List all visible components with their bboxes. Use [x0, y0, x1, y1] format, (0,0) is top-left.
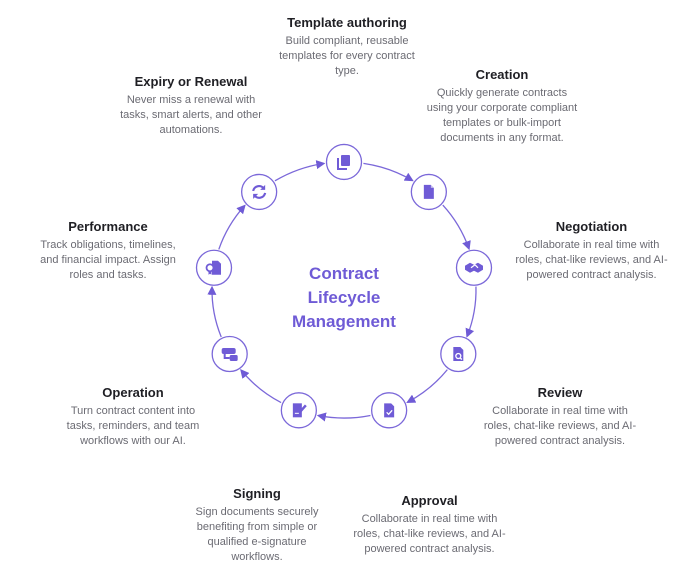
stage-desc-line: templates or bulk-import: [443, 117, 561, 129]
stage-desc-line: Sign documents securely: [195, 506, 319, 518]
stage-node-template-authoring: [325, 143, 363, 181]
stage-desc-line: powered contract analysis.: [494, 435, 626, 447]
copy-documents-icon: [337, 154, 350, 170]
cycle-arrow: [363, 162, 414, 182]
stage-desc-line: Collaborate in real time with: [523, 239, 660, 251]
stage-desc-line: roles, chat-like reviews, and AI-: [353, 528, 506, 540]
document-icon: [423, 184, 434, 199]
stage-title: Expiry or Renewal: [134, 74, 248, 89]
stage-operation: Operation Turn contract content into tas…: [48, 385, 218, 449]
document-search-icon: [453, 347, 464, 362]
document-badge-icon: [205, 260, 222, 275]
stage-desc-line: Collaborate in real time with: [361, 513, 498, 525]
stage-node-creation: [410, 173, 447, 211]
stage-title: Operation: [102, 385, 164, 400]
stage-desc-line: templates for every contract: [279, 50, 415, 62]
stage-desc-line: and financial impact. Assign: [40, 254, 176, 266]
stage-desc-line: qualified e-signature: [207, 536, 307, 548]
stage-review: Review Collaborate in real time with rol…: [470, 385, 650, 449]
stage-desc-line: roles, chat-like reviews, and AI-: [515, 254, 668, 266]
stage-desc-line: workflows with our AI.: [80, 435, 186, 447]
stage-desc-line: tasks, reminders, and team: [66, 420, 200, 432]
stage-desc-line: powered contract analysis.: [364, 543, 495, 555]
stage-title: Template authoring: [287, 15, 407, 30]
cycle-arrow: [240, 369, 282, 404]
cycle-arrow: [465, 286, 477, 338]
cycle-arrow: [218, 204, 246, 250]
cycle-arrow: [442, 204, 471, 251]
stage-template-authoring: Template authoring Build compliant, reus…: [262, 15, 432, 79]
stage-approval: Approval Collaborate in real time with r…: [338, 493, 521, 557]
stage-node-negotiation: [455, 249, 493, 286]
stage-desc-line: benefiting from simple or: [196, 521, 318, 533]
document-check-icon: [384, 403, 395, 418]
refresh-icon: [252, 184, 267, 199]
stage-desc-line: Never miss a renewal with: [126, 94, 256, 106]
stage-node-approval: [370, 392, 408, 429]
cycle-arrow: [316, 412, 371, 422]
document-sign-icon: [292, 403, 307, 418]
stage-node-signing: [280, 392, 318, 429]
center-title-line-3: Management: [292, 312, 396, 331]
stage-node-review: [440, 335, 477, 373]
stage-desc-line: roles, chat-like reviews, and AI-: [483, 420, 637, 432]
stage-desc-line: Build compliant, reusable: [285, 35, 409, 47]
stage-creation: Creation Quickly generate contracts usin…: [412, 67, 592, 146]
center-title: Contract Lifecycle Management: [264, 262, 424, 334]
stage-title: Approval: [401, 493, 458, 508]
stage-desc-line: tasks, smart alerts, and other: [120, 109, 262, 121]
stage-desc-line: automations.: [159, 124, 223, 136]
stage-node-expiry-or-renewal: [241, 173, 278, 211]
center-title-line-1: Contract: [309, 264, 379, 283]
stage-desc-line: Collaborate in real time with: [492, 405, 628, 417]
stage-expiry-or-renewal: Expiry or Renewal Never miss a renewal w…: [102, 74, 280, 138]
stage-title: Performance: [68, 219, 148, 234]
workflow-icon: [221, 348, 238, 362]
cycle-arrow: [406, 369, 448, 403]
cycle-arrow: [274, 160, 326, 182]
stage-desc-line: Quickly generate contracts: [436, 87, 568, 99]
center-title-line-2: Lifecycle: [307, 288, 381, 307]
stage-desc-line: using your corporate compliant: [426, 102, 578, 114]
stage-title: Signing: [233, 486, 281, 501]
stage-desc-line: workflows.: [231, 551, 283, 563]
stage-node-performance: [195, 249, 233, 286]
stage-title: Creation: [475, 67, 529, 82]
stage-nodes: [195, 143, 493, 429]
stage-signing: Signing Sign documents securely benefiti…: [182, 486, 332, 565]
stage-desc-line: documents in any format.: [440, 132, 564, 144]
stage-node-circle: [241, 173, 278, 211]
stage-node-operation: [211, 335, 248, 373]
handshake-icon: [464, 262, 483, 273]
stage-performance: Performance Track obligations, timelines…: [18, 219, 198, 283]
stage-title: Negotiation: [555, 219, 628, 234]
stage-desc-line: Turn contract content into: [70, 405, 196, 417]
stage-desc-line: powered contract analysis.: [526, 269, 657, 281]
stage-negotiation: Negotiation Collaborate in real time wit…: [500, 219, 683, 283]
stage-desc-line: type.: [335, 65, 359, 77]
cycle-arrows: [207, 160, 477, 422]
cycle-arrow: [207, 285, 222, 338]
stage-desc-line: Track obligations, timelines,: [40, 239, 176, 251]
stage-title: Review: [537, 385, 583, 400]
stage-desc-line: roles and tasks.: [69, 269, 147, 281]
